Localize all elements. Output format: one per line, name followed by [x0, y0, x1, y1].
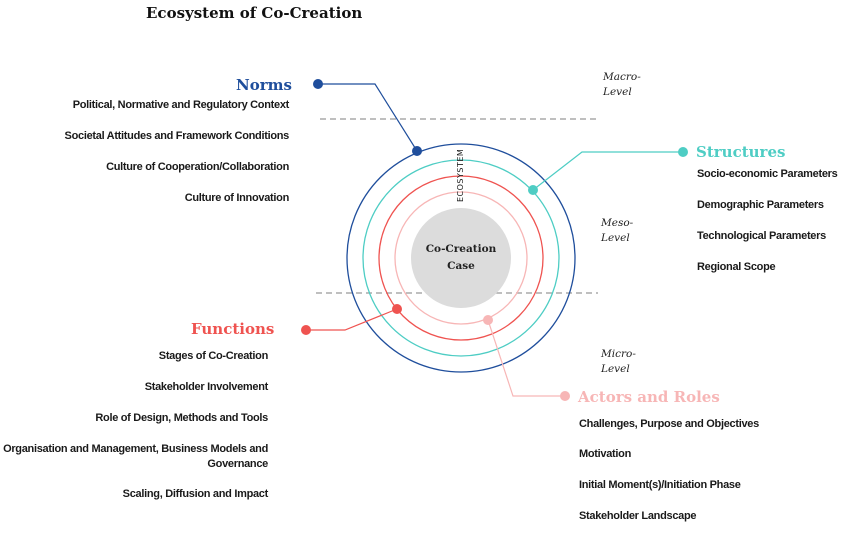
structures-item-2: Demographic Parameters	[697, 199, 824, 211]
ecosystem-ring-label: ECOSYSTEM	[456, 148, 465, 202]
functions-item-2: Stakeholder Involvement	[144, 381, 269, 393]
co-creation-case-disc	[411, 208, 511, 308]
norms-connector-start-dot	[313, 79, 323, 89]
functions-connector	[306, 308, 398, 331]
norms-ring-dot	[412, 146, 422, 156]
functions-item-4-line-2: Governance	[207, 458, 268, 470]
norms-item-1: Political, Normative and Regulatory Cont…	[72, 99, 290, 111]
actors-item-2: Motivation	[579, 448, 631, 460]
actors-connector-end-dot	[560, 391, 570, 401]
actors-item-1: Challenges, Purpose and Objectives	[579, 418, 759, 430]
norms-item-3: Culture of Cooperation/Collaboration	[106, 161, 289, 173]
meso-level-label: Meso- Level	[601, 216, 633, 246]
center-label-line-1: Co-Creation	[425, 243, 497, 255]
structures-connector	[532, 151, 683, 191]
norms-item-4: Culture of Innovation	[184, 192, 290, 204]
structures-item-3: Technological Parameters	[697, 230, 826, 242]
norms-connector	[318, 83, 418, 152]
functions-item-4-line-1: Organisation and Management, Business Mo…	[3, 443, 268, 455]
functions-ring-dot	[392, 304, 402, 314]
norms-item-2: Societal Attitudes and Framework Conditi…	[64, 130, 290, 142]
actors-heading: Actors and Roles	[578, 388, 720, 406]
norms-heading: Norms	[236, 76, 292, 94]
meso-level-line-1: Meso-	[601, 217, 634, 229]
functions-heading: Functions	[191, 320, 275, 338]
structures-item-1: Socio-economic Parameters	[697, 168, 838, 180]
functions-item-5: Scaling, Diffusion and Impact	[122, 488, 269, 500]
functions-item-3: Role of Design, Methods and Tools	[95, 412, 268, 424]
actors-item-3: Initial Moment(s)/Initiation Phase	[579, 479, 741, 491]
micro-level-label: Micro- Level	[601, 347, 636, 377]
structures-ring-dot	[528, 185, 538, 195]
meso-level-line-2: Level	[601, 232, 630, 244]
diagram-title: Ecosystem of Co-Creation	[146, 4, 363, 22]
structures-ring	[362, 159, 560, 357]
structures-heading: Structures	[696, 143, 786, 161]
norms-ring	[346, 143, 576, 373]
actors-connector	[487, 319, 565, 397]
micro-level-line-1: Micro-	[601, 348, 636, 360]
structures-item-4: Regional Scope	[697, 261, 776, 273]
structures-connector-end-dot	[678, 147, 688, 157]
functions-item-1: Stages of Co-Creation	[158, 350, 269, 362]
actors-item-4: Stakeholder Landscape	[579, 510, 697, 522]
macro-level-line-1: Macro-	[603, 71, 641, 83]
functions-ring	[378, 175, 544, 341]
co-creation-case-label: Co-Creation Case	[411, 241, 511, 275]
actors-ring-dot	[483, 315, 493, 325]
macro-level-line-2: Level	[603, 86, 632, 98]
actors-ring	[394, 191, 528, 325]
macro-level-label: Macro- Level	[603, 70, 641, 100]
micro-level-line-2: Level	[601, 363, 630, 375]
center-label-line-2: Case	[447, 260, 475, 272]
functions-connector-start-dot	[301, 325, 311, 335]
